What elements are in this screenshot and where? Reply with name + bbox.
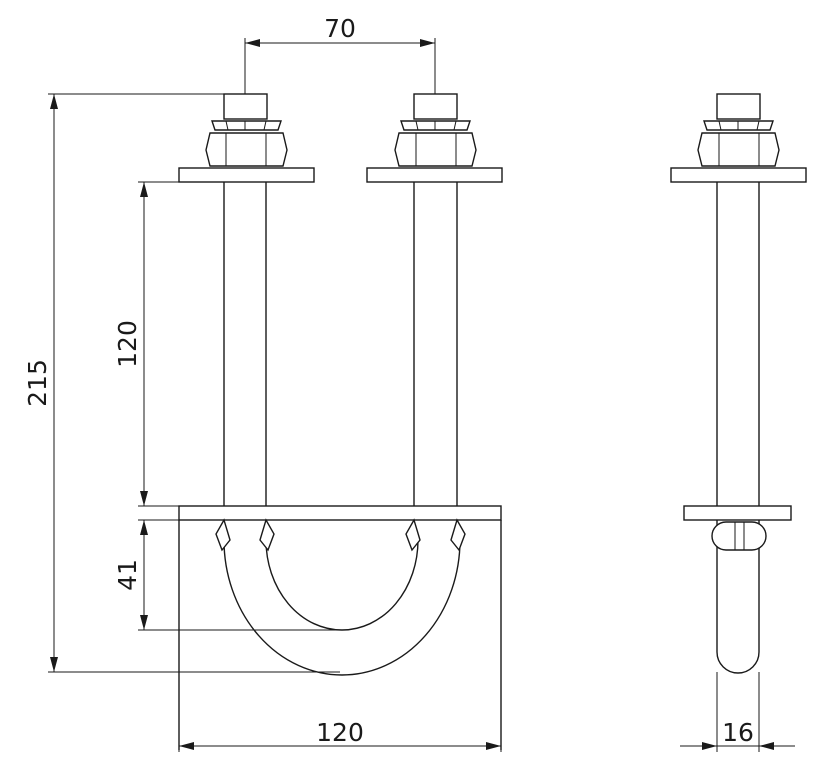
weld-bead-3 xyxy=(405,518,421,552)
u-bolt-bend-inner xyxy=(265,539,419,631)
side-top-bar xyxy=(670,167,807,183)
top-right-clamp-bar xyxy=(366,167,503,183)
side-view xyxy=(670,93,807,674)
dim-side-thickness: 16 xyxy=(722,718,754,747)
side-hex-nut xyxy=(697,132,780,167)
dim-plate-width: 120 xyxy=(316,718,364,747)
right-hex-nut xyxy=(394,132,477,167)
weld-bead-2 xyxy=(259,518,275,552)
side-thread-end xyxy=(716,93,761,120)
weld-bead-1 xyxy=(215,518,231,552)
dim-hook-depth: 41 xyxy=(113,559,142,591)
left-thread-end xyxy=(223,93,268,120)
u-bolt-bend-outer xyxy=(223,539,461,676)
right-rod xyxy=(413,182,458,506)
dim-total-height: 215 xyxy=(23,359,52,407)
front-view xyxy=(178,93,503,750)
side-hook-end xyxy=(716,520,760,674)
weld-bead-4 xyxy=(450,518,466,552)
dim-bolt-spacing: 70 xyxy=(324,14,356,43)
side-bottom-plate xyxy=(683,505,792,521)
left-rod xyxy=(223,182,267,506)
bracket-body xyxy=(178,520,502,750)
top-left-clamp-bar xyxy=(178,167,315,183)
side-rod xyxy=(716,182,760,506)
right-thread-end xyxy=(413,93,458,120)
dim-thread-length: 120 xyxy=(113,320,142,368)
bottom-plate xyxy=(178,505,502,521)
left-hex-nut xyxy=(205,132,288,167)
dimension-lines xyxy=(48,38,795,752)
left-lock-nut xyxy=(211,120,282,131)
right-nut-stack xyxy=(394,93,477,167)
side-weld xyxy=(711,521,767,551)
left-nut-stack xyxy=(205,93,288,167)
